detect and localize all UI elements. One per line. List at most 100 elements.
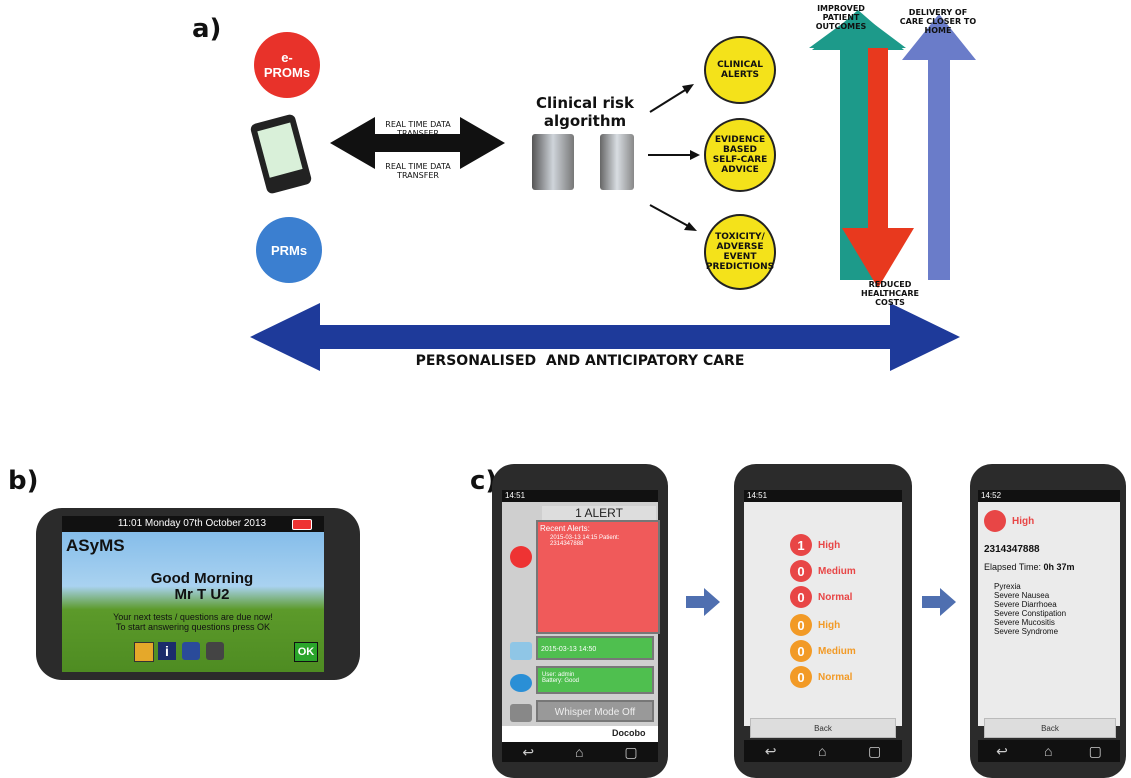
- panel-label-a: a): [192, 14, 222, 44]
- info-icon[interactable]: i: [158, 642, 176, 660]
- c2-navbar: ↩ ⌂ ▢: [744, 740, 902, 762]
- back-nav-icon[interactable]: ↩: [522, 743, 535, 760]
- count-badge: 1: [790, 534, 812, 556]
- bottom-banner: PERSONALISED AND ANTICIPATORY CARE: [415, 353, 745, 369]
- elapsed-row: Elapsed Time: 0h 37m: [984, 562, 1075, 572]
- phone-c3-screen: 14:52 High 2314347888 Elapsed Time: 0h 3…: [978, 490, 1120, 738]
- settings-icon: [510, 674, 532, 692]
- ok-button[interactable]: OK: [294, 642, 318, 662]
- mail-icon[interactable]: [134, 642, 154, 662]
- row-label: High: [818, 619, 841, 631]
- c3-time: 14:52: [981, 491, 1002, 500]
- back-button[interactable]: Back: [750, 718, 896, 738]
- row-label: Normal: [818, 671, 853, 683]
- transfer-arrow: [330, 117, 505, 169]
- row-label: Normal: [818, 591, 853, 603]
- battery-icon: [292, 519, 312, 530]
- summary-row[interactable]: 0 High: [790, 614, 840, 636]
- clock-icon[interactable]: [182, 642, 200, 660]
- status-bar: [62, 516, 324, 532]
- symptom-item: Severe Mucositis: [994, 618, 1055, 627]
- diagram-a-arrows: [250, 10, 976, 371]
- phone-c3: 14:52 High 2314347888 Elapsed Time: 0h 3…: [970, 464, 1126, 778]
- symptom-item: Severe Syndrome: [994, 627, 1059, 636]
- server-icon: [532, 134, 574, 190]
- symptom-item: Pyrexia: [994, 582, 1021, 591]
- count-badge: 0: [790, 640, 812, 662]
- phone-c1: 14:51 1 ALERT Recent Alerts: 2015-03-13 …: [492, 464, 668, 778]
- server-icon: [600, 134, 634, 190]
- home-nav-icon[interactable]: ⌂: [818, 743, 827, 759]
- severity-dot: [984, 510, 1006, 532]
- recent-nav-icon[interactable]: ▢: [867, 742, 882, 759]
- docobo-footer: Docobo: [502, 726, 658, 742]
- count-badge: 0: [790, 560, 812, 582]
- reduced-costs-label: REDUCED HEALTHCARE COSTS: [861, 280, 919, 307]
- whisper-button[interactable]: Whisper Mode Off: [536, 700, 654, 722]
- symptom-item: Severe Nausea: [994, 591, 1050, 600]
- summary-row[interactable]: 1 High: [790, 534, 840, 556]
- docobo-brand: Docobo: [612, 728, 646, 738]
- symptom-list: Pyrexia Severe Nausea Severe Diarrhoea S…: [994, 582, 1066, 636]
- patient-id: 2314347888: [984, 544, 1040, 555]
- wifi-box: 2015-03-13 14:50: [536, 636, 654, 660]
- back-nav-icon[interactable]: ↩: [764, 742, 777, 759]
- recent-alerts-box[interactable]: Recent Alerts: 2015-03-13 14:15 Patient:…: [536, 520, 660, 634]
- personalised-care-arrow: [250, 303, 960, 371]
- elapsed-value: 0h 37m: [1043, 562, 1075, 572]
- c2-time: 14:51: [747, 491, 768, 500]
- c1-navbar: ↩ ⌂ ▢: [502, 742, 658, 762]
- recent-alerts-label: Recent Alerts:: [540, 524, 590, 533]
- count-badge: 0: [790, 666, 812, 688]
- recent-alert-item[interactable]: 2015-03-13 14:15 Patient: 2314347888: [550, 535, 620, 547]
- recent-nav-icon[interactable]: ▢: [624, 743, 638, 760]
- transfer-label-top: REAL TIME DATA TRANSFER: [385, 120, 451, 138]
- improved-outcomes-label: IMPROVED PATIENT OUTCOMES: [815, 4, 867, 31]
- phone-b: 11:01 Monday 07th October 2013 ASyMS Goo…: [36, 508, 360, 680]
- c1-time: 14:51: [505, 491, 526, 500]
- row-label: Medium: [818, 645, 856, 657]
- summary-row[interactable]: 0 Medium: [790, 640, 856, 662]
- c3-navbar: ↩ ⌂ ▢: [978, 740, 1120, 762]
- algorithm-title: Clinical risk algorithm: [536, 94, 634, 130]
- whisper-icon: [510, 704, 532, 722]
- clinical-alerts-circle: CLINICAL ALERTS: [704, 36, 776, 104]
- greeting: Good Morning: [150, 570, 254, 587]
- battery-line: Battery: Good: [542, 678, 580, 684]
- book-icon[interactable]: [206, 642, 224, 660]
- self-care-advice-circle: EVIDENCE BASED SELF-CARE ADVICE: [704, 118, 776, 192]
- user-name: Mr T U2: [174, 586, 230, 603]
- phone-b-screen: 11:01 Monday 07th October 2013 ASyMS Goo…: [62, 516, 324, 672]
- eproms-circle: e- PROMs: [254, 32, 320, 98]
- delivery-label: DELIVERY OF CARE CLOSER TO HOME: [899, 8, 977, 35]
- home-nav-icon[interactable]: ⌂: [1044, 743, 1053, 759]
- severity-label: High: [1012, 516, 1035, 527]
- summary-row[interactable]: 0 Normal: [790, 666, 852, 688]
- elapsed-label: Elapsed Time:: [984, 562, 1042, 572]
- app-name: ASyMS: [66, 536, 125, 555]
- back-button[interactable]: Back: [984, 718, 1116, 738]
- status-time: 11:01 Monday 07th October 2013: [117, 518, 267, 529]
- panel-label-b: b): [8, 466, 39, 496]
- phone-c1-screen: 14:51 1 ALERT Recent Alerts: 2015-03-13 …: [502, 490, 660, 726]
- row-label: High: [818, 539, 841, 551]
- count-badge: 0: [790, 614, 812, 636]
- alert-title: 1 ALERT: [542, 506, 656, 520]
- home-nav-icon[interactable]: ⌂: [575, 744, 584, 760]
- count-badge: 0: [790, 586, 812, 608]
- alarm-icon: [510, 546, 532, 568]
- recent-nav-icon[interactable]: ▢: [1088, 742, 1102, 759]
- summary-row[interactable]: 0 Normal: [790, 586, 852, 608]
- back-nav-icon[interactable]: ↩: [996, 742, 1008, 759]
- transfer-label-bottom: REAL TIME DATA TRANSFER: [385, 162, 451, 180]
- flow-arrow-1: [686, 588, 720, 616]
- symptom-item: Severe Constipation: [994, 609, 1067, 618]
- wifi-icon: [510, 642, 532, 660]
- user-box: User: admin Battery: Good: [536, 666, 654, 694]
- prms-circle: PRMs: [256, 217, 322, 283]
- summary-row[interactable]: 0 Medium: [790, 560, 856, 582]
- message-2: To start answering questions press OK: [115, 622, 271, 632]
- row-label: Medium: [818, 565, 856, 577]
